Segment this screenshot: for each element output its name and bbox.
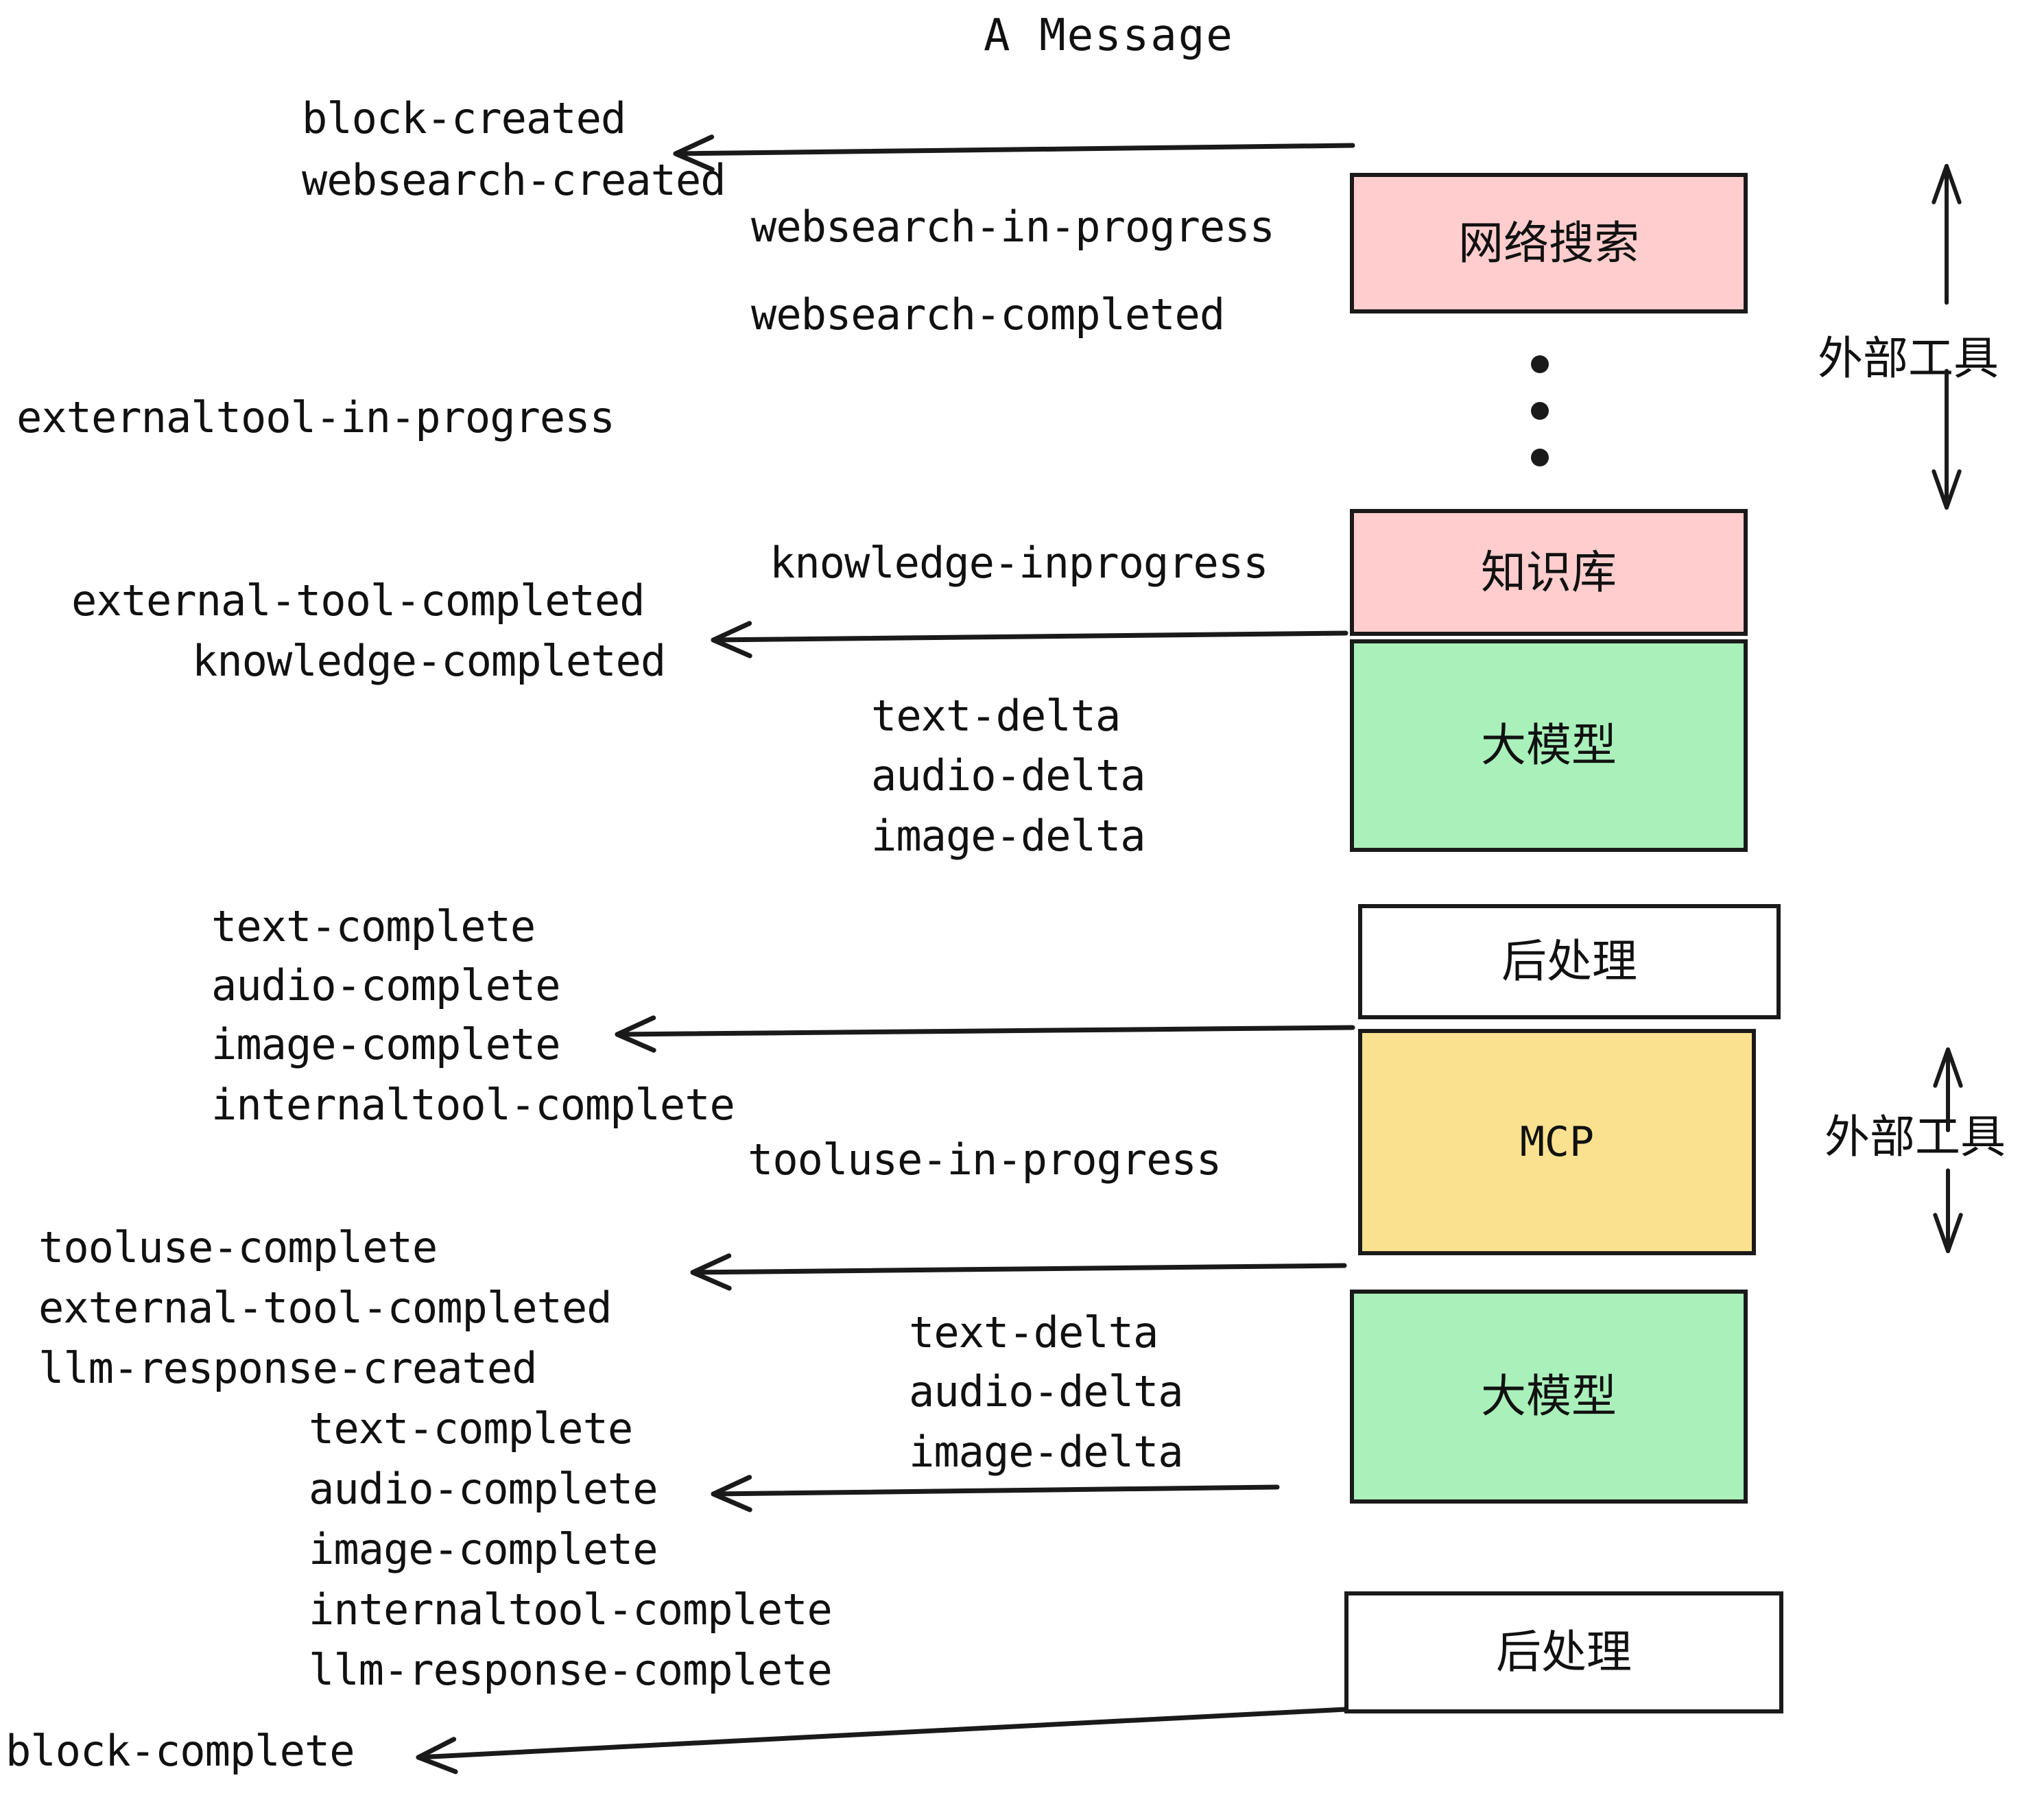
event-label-external-tool-completed-2: external-tool-completed xyxy=(38,1283,613,1333)
event-label-websearch-in-progress: websearch-in-progress xyxy=(751,202,1275,252)
node-llm-top: 大模型 xyxy=(1350,639,1748,852)
event-label-text-complete-2: text-complete xyxy=(309,1403,633,1453)
ellipsis-dot-3 xyxy=(1531,449,1549,466)
arrow-mcp-to-left xyxy=(690,1253,1347,1291)
event-label-llm-response-created: llm-response-created xyxy=(38,1343,538,1393)
group-label-external-tools-bottom: 外部工具 xyxy=(1825,1111,2006,1163)
event-label-image-complete-2: image-complete xyxy=(309,1524,658,1574)
event-label-tooluse-in-progress: tooluse-in-progress xyxy=(748,1135,1222,1185)
event-label-image-delta-1: image-delta xyxy=(871,811,1146,861)
node-websearch: 网络搜索 xyxy=(1350,173,1748,313)
event-label-block-complete: block-complete xyxy=(5,1726,355,1776)
event-label-block-created: block-created xyxy=(302,93,626,143)
node-label-mcp: MCP xyxy=(1519,1118,1595,1166)
node-label-llm-bottom: 大模型 xyxy=(1481,1370,1617,1423)
node-mcp: MCP xyxy=(1358,1029,1756,1255)
event-label-externaltool-in-progress: externaltool-in-progress xyxy=(16,392,615,442)
event-label-knowledge-completed: knowledge-completed xyxy=(192,636,666,686)
node-post-bottom: 后处理 xyxy=(1344,1591,1783,1713)
node-knowledge: 知识库 xyxy=(1350,509,1748,636)
event-label-internaltool-complete-2: internaltool-complete xyxy=(309,1585,833,1635)
event-label-llm-response-complete: llm-response-complete xyxy=(309,1645,833,1695)
node-label-knowledge: 知识库 xyxy=(1481,545,1617,599)
node-post-top: 后处理 xyxy=(1358,904,1781,1019)
node-label-websearch: 网络搜索 xyxy=(1458,216,1639,270)
ellipsis-dot-1 xyxy=(1531,355,1549,373)
arrow-llm-to-left xyxy=(711,1475,1280,1512)
event-label-knowledge-inprogress: knowledge-inprogress xyxy=(770,538,1269,588)
node-label-post-bottom: 后处理 xyxy=(1496,1626,1632,1678)
ellipsis-dot-2 xyxy=(1531,402,1549,420)
node-llm-bottom: 大模型 xyxy=(1350,1290,1748,1504)
event-label-tooluse-complete: tooluse-complete xyxy=(38,1222,438,1272)
arrow-postproc-to-left xyxy=(615,1015,1355,1053)
event-label-websearch-created: websearch-created xyxy=(302,155,726,205)
event-label-text-delta-1: text-delta xyxy=(871,691,1121,741)
event-label-text-complete-1: text-complete xyxy=(211,901,536,951)
event-label-image-delta-2: image-delta xyxy=(909,1427,1184,1477)
event-label-audio-delta-2: audio-delta xyxy=(909,1366,1184,1416)
event-label-audio-complete-2: audio-complete xyxy=(309,1464,658,1514)
arrow-websearch-to-left xyxy=(673,134,1355,172)
node-label-post-top: 后处理 xyxy=(1501,935,1637,988)
event-label-text-delta-2: text-delta xyxy=(909,1307,1158,1357)
arrow-postproc2-to-left xyxy=(416,1707,1348,1775)
event-label-internaltool-complete-1: internaltool-complete xyxy=(211,1080,735,1130)
node-label-llm-top: 大模型 xyxy=(1481,719,1617,772)
event-label-websearch-completed: websearch-completed xyxy=(751,289,1225,340)
event-label-audio-delta-1: audio-delta xyxy=(871,750,1146,800)
group-label-external-tools-top: 外部工具 xyxy=(1818,332,1999,385)
event-label-image-complete-1: image-complete xyxy=(211,1019,561,1069)
arrow-knowledge-to-left xyxy=(711,621,1348,658)
event-label-external-tool-completed-1: external-tool-completed xyxy=(71,575,645,626)
event-label-audio-complete-1: audio-complete xyxy=(211,960,561,1010)
page-title: A Message xyxy=(984,10,1234,61)
